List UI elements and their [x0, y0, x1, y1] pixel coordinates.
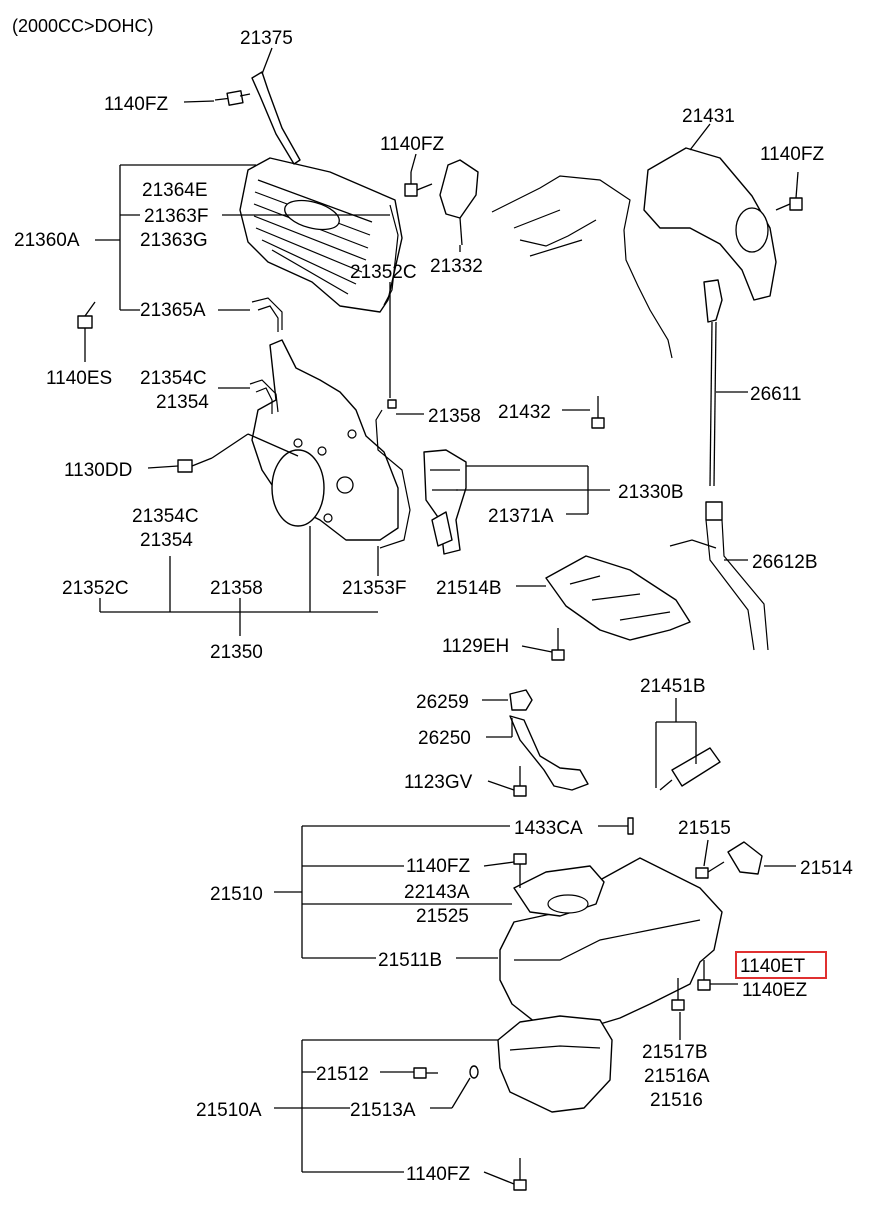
label-26250[interactable]: 26250 [418, 728, 471, 749]
label-1140et[interactable]: 1140ET [740, 956, 806, 977]
bolt-1123gv-icon [513, 766, 527, 797]
sealant-tube-21451b [659, 747, 721, 791]
label-21516[interactable]: 21516 [650, 1090, 703, 1111]
label-26611[interactable]: 26611 [750, 384, 801, 405]
label-21332[interactable]: 21332 [430, 256, 483, 277]
label-1140ez[interactable]: 1140EZ [742, 980, 808, 1001]
leader-lines [95, 47, 796, 1185]
label-21354c[interactable]: 21354C [132, 506, 199, 527]
label-21364e[interactable]: 21364E [142, 180, 208, 201]
label-1130dd[interactable]: 1130DD [64, 460, 132, 481]
label-21363f[interactable]: 21363F [144, 206, 208, 227]
bolt-21517b-icon [671, 978, 685, 1011]
label-26259[interactable]: 26259 [416, 692, 469, 713]
label-21358[interactable]: 21358 [428, 406, 481, 427]
label-1140fz[interactable]: 1140FZ [406, 1164, 470, 1185]
label-21515[interactable]: 21515 [678, 818, 731, 839]
clip-21365a [251, 297, 283, 332]
diagram-header: (2000CC>DOHC) [12, 16, 154, 36]
upper-timing-cover [239, 157, 403, 313]
lower-timing-cover [251, 339, 399, 541]
engine-block-outline [491, 175, 673, 359]
label-21514[interactable]: 21514 [800, 858, 853, 879]
baffle-21514b [545, 555, 691, 641]
part-labels: 21375 1140FZ 1140FZ 21431 1140FZ 21364E … [14, 28, 853, 1185]
label-21350[interactable]: 21350 [210, 642, 263, 663]
bracket-21330b [423, 449, 467, 555]
oil-pan-upper-21510 [499, 857, 723, 1031]
bolt-1140fz-top-icon [214, 90, 251, 106]
label-21353f[interactable]: 21353F [342, 578, 406, 599]
label-21352c[interactable]: 21352C [62, 578, 129, 599]
dipstick-26611 [703, 279, 723, 487]
label-22143a[interactable]: 22143A [404, 882, 470, 903]
bolt-1130dd-icon [177, 457, 213, 473]
label-21514b[interactable]: 21514B [436, 578, 502, 599]
label-21510[interactable]: 21510 [210, 884, 263, 905]
label-21354[interactable]: 21354 [140, 530, 193, 551]
label-21517b[interactable]: 21517B [642, 1042, 708, 1063]
label-21512[interactable]: 21512 [316, 1064, 369, 1085]
bolt-21432-icon [591, 396, 605, 429]
lower-cover-seal [375, 409, 411, 549]
label-21358[interactable]: 21358 [210, 578, 263, 599]
label-21352c[interactable]: 21352C [350, 262, 417, 283]
label-21375[interactable]: 21375 [240, 28, 293, 49]
label-21360a[interactable]: 21360A [14, 230, 80, 251]
drain-plug-21512-icon [413, 1067, 438, 1079]
bolt-1140fz-right-icon [775, 171, 803, 211]
plug-21352c-icon [387, 399, 397, 409]
dipstick-tube-26612b [669, 501, 769, 651]
bolt-1140fz-mid-icon [404, 172, 433, 197]
label-21511b[interactable]: 21511B [378, 950, 442, 971]
bolt-1140es-icon [77, 301, 96, 362]
label-1140fz[interactable]: 1140FZ [104, 94, 168, 115]
bolt-21515-icon [695, 861, 725, 879]
timing-cover-bracket [251, 71, 301, 165]
label-21510a[interactable]: 21510A [196, 1100, 262, 1121]
label-21371a[interactable]: 21371A [488, 506, 554, 527]
label-21431[interactable]: 21431 [682, 106, 735, 127]
clip-21354c [249, 379, 279, 414]
label-21513a[interactable]: 21513A [350, 1100, 416, 1121]
backplate-21431 [643, 147, 777, 301]
washer-21513a-icon [469, 1065, 479, 1079]
cover-seal-strip [383, 204, 399, 306]
bolt-1140fz-pan-icon [513, 853, 527, 888]
label-1140fz[interactable]: 1140FZ [380, 134, 444, 155]
label-1123gv[interactable]: 1123GV [404, 772, 473, 793]
bracket-21514 [727, 841, 763, 875]
label-21365a[interactable]: 21365A [140, 300, 206, 321]
label-21525[interactable]: 21525 [416, 906, 469, 927]
gasket-26259-icon [509, 689, 533, 711]
label-21354[interactable]: 21354 [156, 392, 209, 413]
bracket-21332 [439, 159, 479, 219]
bolt-1129eh-icon [551, 628, 565, 661]
label-1140es[interactable]: 1140ES [46, 368, 112, 389]
label-21330b[interactable]: 21330B [618, 482, 684, 503]
bolt-1140et-icon [697, 960, 711, 991]
label-21516a[interactable]: 21516A [644, 1066, 710, 1087]
label-21451b[interactable]: 21451B [640, 676, 706, 697]
oil-pan-lower-21510a [497, 1015, 613, 1113]
plug-1433ca-icon [627, 817, 634, 835]
highlight-box-1140et [735, 951, 827, 979]
label-1129eh[interactable]: 1129EH [442, 636, 509, 657]
label-21363g[interactable]: 21363G [140, 230, 208, 251]
label-21354c[interactable]: 21354C [140, 368, 207, 389]
label-1433ca[interactable]: 1433CA [514, 818, 583, 839]
label-1140fz[interactable]: 1140FZ [760, 144, 824, 165]
oil-pickup-26250 [509, 715, 589, 791]
bolt-1140fz-bottom-icon [513, 1158, 527, 1191]
label-21432[interactable]: 21432 [498, 402, 551, 423]
label-26612b[interactable]: 26612B [752, 552, 818, 573]
label-1140fz[interactable]: 1140FZ [406, 856, 470, 877]
